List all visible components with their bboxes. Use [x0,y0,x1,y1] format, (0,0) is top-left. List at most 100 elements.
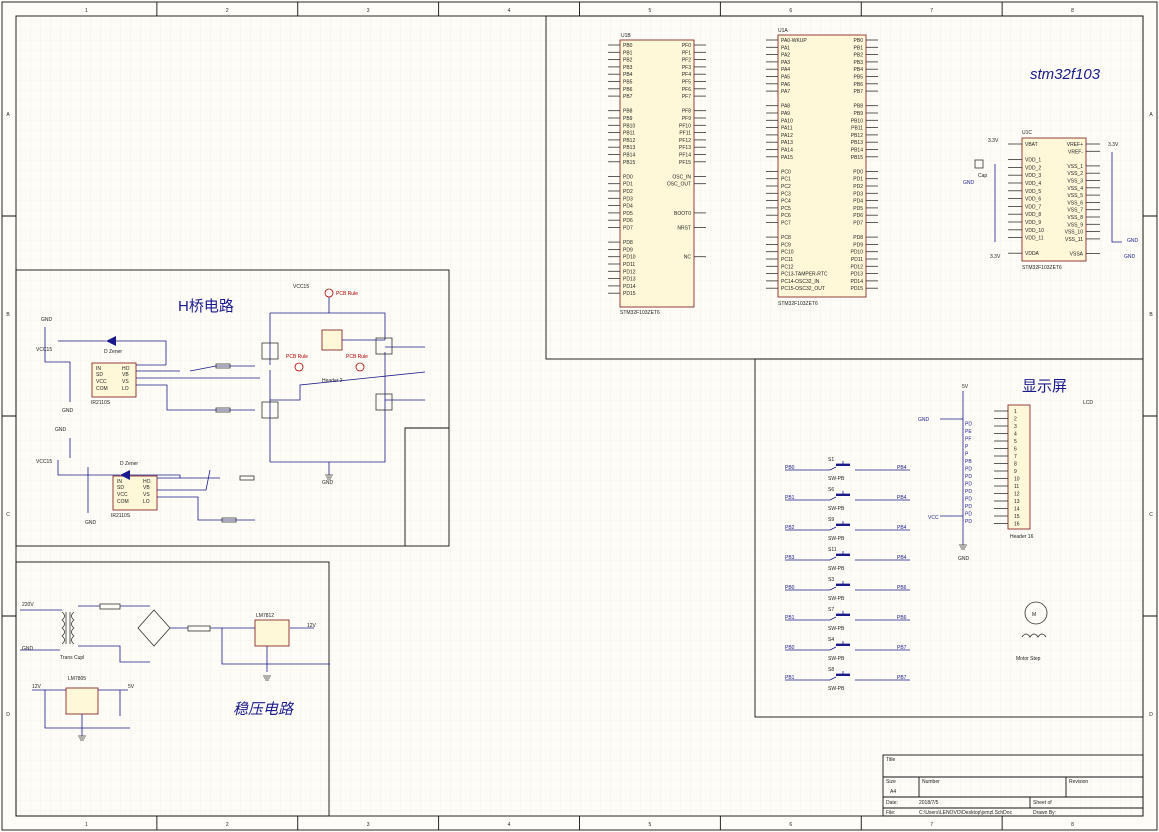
chip-pin-label: PA14 [781,148,793,154]
chip-pin-label: PC3 [781,191,791,197]
ir2110-u1-label: IR2110S [91,400,111,406]
chip-pin-label: PA12 [781,133,793,139]
chip-pin-label: PA9 [781,111,790,117]
chip-pin-label: PF6 [682,87,691,93]
chip-pin-label: PC8 [781,235,791,241]
chip-pin-label: PD7 [853,221,863,227]
chip-pin-label: VDD_4 [1025,181,1041,187]
motor-label: Motor Step [1016,656,1041,662]
hb-zener-b: D Zener [120,461,138,467]
chip-pin-label: PC0 [781,169,791,175]
stepper-motor[interactable]: M Motor Step [1016,601,1048,662]
reg-lm7812: LM7812 [256,613,274,619]
header2-connector[interactable] [321,329,343,351]
chip-pin-label: PF2 [682,58,691,64]
transformer-coil[interactable] [61,611,75,645]
chip-pin-label: VDD_5 [1025,189,1041,195]
hb-pcbrule-c: PCB Rule [346,354,368,360]
switch-ref: S1 [828,457,834,463]
chip-pin-label: PF10 [679,123,691,129]
bridge-rectifier[interactable] [137,609,171,647]
mcu-chip-u1c[interactable]: U1C STM32F103ZET6 VBATVDD_1VDD_2VDD_3VDD… [963,130,1139,271]
switch-ref: S9 [828,517,834,523]
lcd-pin-net: P [965,452,969,458]
chip-pin-label: VSS_4 [1067,186,1083,192]
chip-pin-label: PA5 [781,75,790,81]
chip-pin-label: PB8 [854,104,864,110]
chip-pin-label: VDD_6 [1025,197,1041,203]
lcd-header16[interactable] [1007,404,1031,530]
switch-right-net: PB6 [897,615,907,621]
lcd-pin-net: PD [965,497,972,503]
chip-pin-label: PB13 [623,145,635,151]
lcd-pin-net: PE [965,429,972,435]
chip-pin-label: VDD_9 [1025,220,1041,226]
hb-gnd-b: GND [62,408,74,414]
lcd-pin-number: 10 [1014,477,1020,483]
lcd-pin-number: 3 [1014,424,1017,430]
reg-gnd: GND [22,646,34,652]
lcd-header-label: Header 16 [1010,534,1034,540]
svg-text:M: M [1032,612,1036,618]
hb-gnd-a: GND [41,317,53,323]
chip-pin-label: PD6 [853,213,863,219]
frame-row-label: D [1149,712,1153,718]
chip-pin-label: PC10 [781,250,794,256]
chip-pin-label: VSS_9 [1067,222,1083,228]
hb-pcbrule-a: PCB Rule [336,291,358,297]
chip-pin-label: PB6 [854,82,864,88]
switch-left-net: PB0 [785,465,795,471]
chip-pin-label: PD3 [853,191,863,197]
switch-right-net: PB4 [897,495,907,501]
lcd-pin-number: 2 [1014,417,1017,423]
ir2110-u1[interactable] [91,362,137,398]
chip-pin-label: PC13-TAMPER-RTC [781,272,828,278]
chip-pin-label: VDDA [1025,251,1040,257]
frame-row-label: B [1149,312,1153,318]
frame-col-label: 2 [226,822,229,828]
hb-pcbrule-b: PCB Rule [286,354,308,360]
u1b-name: STM32F103ZET6 [620,310,660,316]
ir2110-u2[interactable] [112,475,158,511]
tb-size: Size [886,779,896,785]
switch-ref: S7 [828,607,834,613]
chip-pin-label: PB12 [851,133,863,139]
chip-pin-label: PF14 [679,153,691,159]
hb-header2: Header 2 [322,378,343,384]
mcu-chip-u1b[interactable]: U1B STM32F103ZET6 PB0PB1PB2PB3PB4PB5PB6P… [608,33,706,316]
lcd-pin-number: 8 [1014,462,1017,468]
lcd-pin-net: PD [965,504,972,510]
chip-pin-label: PD12 [850,264,863,270]
chip-pin-label: PC7 [781,221,791,227]
chip-pin-label: PB0 [623,43,633,49]
chip-pin-label: BOOT0 [674,211,691,217]
svg-text:VS: VS [122,379,129,385]
chip-pin-label: PA2 [781,53,790,59]
switch-ref: S3 [828,577,834,583]
chip-pin-label: PD9 [853,242,863,248]
mcu-chip-u1a[interactable]: U1A STM32F103ZET6 PA0-WKUPPA1PA2PA3PA4PA… [766,28,878,307]
lm7805-chip[interactable] [65,687,99,715]
lcd-pin-number: 15 [1014,514,1020,520]
svg-text:IN: IN [117,479,122,485]
chip-pin-label: PD5 [853,206,863,212]
chip-pin-label: PC6 [781,213,791,219]
lcd-gnd-b: GND [958,556,970,562]
chip-pin-label: VDD_10 [1025,228,1044,234]
chip-pin-label: PF15 [679,160,691,166]
lcd-pin-number: 1 [1014,409,1017,415]
regulator-circuit: 220V GND Trans Cupl LM7812 12V LM7805 12… [20,602,330,741]
lm7812-chip[interactable] [254,619,290,647]
switch-type: SW-PB [828,596,845,602]
chip-pin-label: PD2 [623,189,633,195]
chip-pin-label: PA8 [781,104,790,110]
lcd-pin-number: 6 [1014,447,1017,453]
